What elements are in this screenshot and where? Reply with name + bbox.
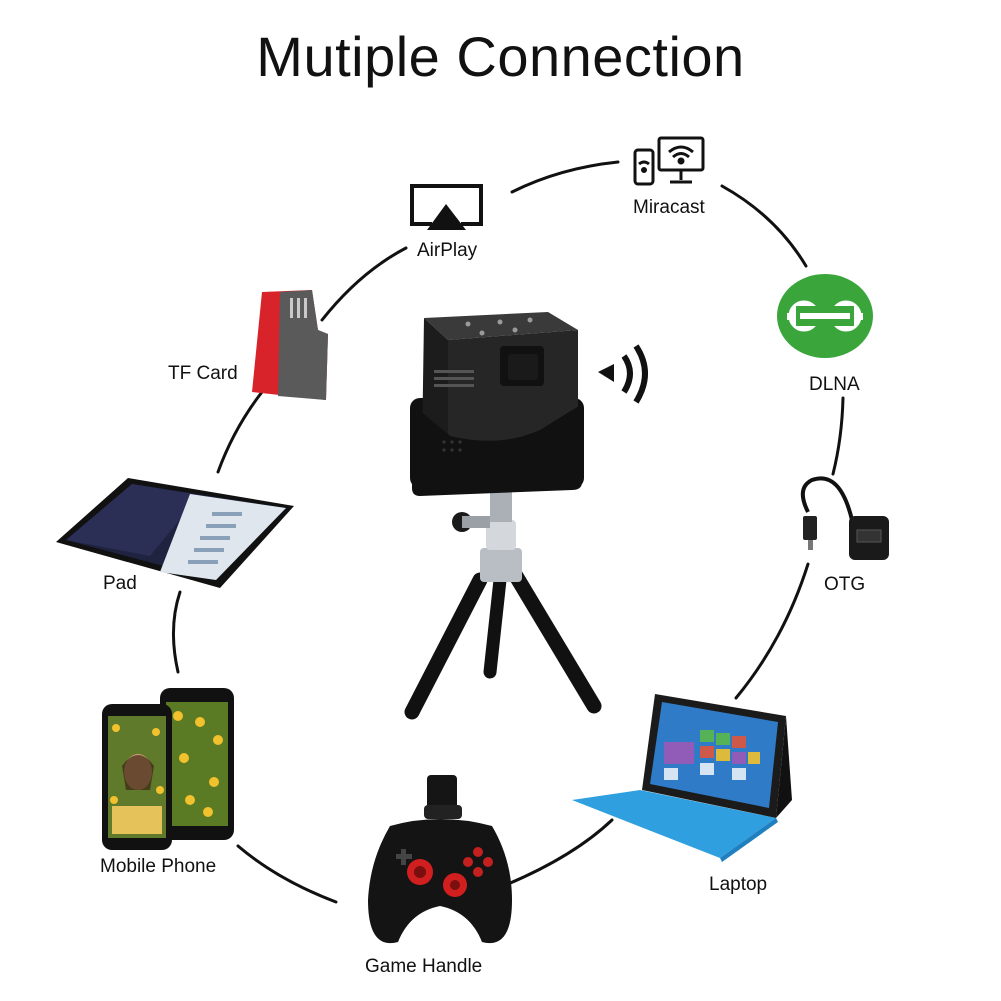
arc-airplay-miracast bbox=[510, 160, 620, 194]
otg-cable-icon bbox=[800, 476, 889, 560]
dlna-icon bbox=[777, 274, 873, 358]
label-tf-card: TF Card bbox=[168, 363, 238, 384]
label-otg: OTG bbox=[824, 574, 866, 595]
laptop-image bbox=[572, 694, 792, 862]
label-game-handle: Game Handle bbox=[365, 956, 483, 977]
label-miracast: Miracast bbox=[633, 197, 705, 218]
arc-tfcard-airplay bbox=[320, 246, 408, 322]
arc-otg-laptop bbox=[734, 562, 810, 700]
arc-gamehandle-phone bbox=[236, 844, 338, 904]
connector-arcs bbox=[172, 160, 845, 904]
wireless-signal-icon bbox=[598, 344, 648, 404]
label-laptop: Laptop bbox=[709, 874, 768, 895]
pad-image bbox=[56, 478, 294, 588]
arc-miracast-dlna bbox=[720, 184, 808, 268]
tf-card-image bbox=[252, 290, 328, 400]
label-pad: Pad bbox=[103, 573, 137, 594]
airplay-icon bbox=[410, 184, 483, 230]
miracast-icon bbox=[633, 136, 705, 186]
label-mobile-phone: Mobile Phone bbox=[100, 856, 217, 877]
arc-dlna-otg bbox=[831, 396, 845, 476]
gamepad-image bbox=[368, 775, 512, 944]
label-dlna: DLNA bbox=[809, 374, 860, 395]
arc-phone-pad bbox=[172, 590, 182, 674]
label-airplay: AirPlay bbox=[417, 240, 478, 261]
mobile-phone-image bbox=[102, 688, 234, 850]
page-title: Mutiple Connection bbox=[256, 25, 745, 88]
arc-laptop-gamehandle bbox=[506, 818, 614, 886]
projector-image bbox=[404, 312, 602, 720]
arc-pad-tfcard bbox=[216, 390, 264, 474]
